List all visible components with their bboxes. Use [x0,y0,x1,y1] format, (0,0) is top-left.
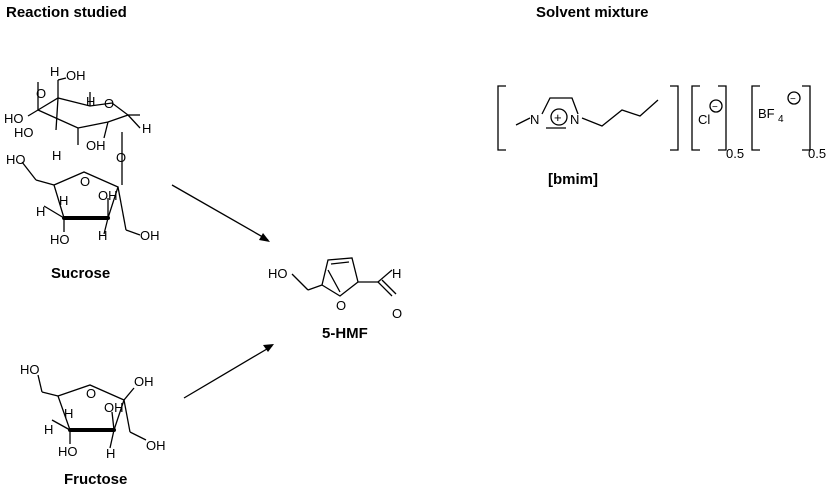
atom-bf: BF [758,106,775,121]
atom-oh: OH [146,438,166,453]
atom-h: H [44,422,53,437]
atom-h: H [50,64,59,79]
atom-oh: OH [66,68,86,83]
charge-circle [709,99,723,113]
sucrose-structure: H OH H O O HO H HO H OH O HO O H H [4,64,160,247]
atom-o: O [336,298,346,313]
reaction-studied-title: Reaction studied [6,4,127,21]
atom-h: H [86,94,95,109]
atom-h: H [59,193,68,208]
atom-h: H [98,228,107,243]
atom-o: O [36,86,46,101]
atom-o: O [392,306,402,321]
arrow-head [259,233,270,242]
atom-ho: HO [50,232,70,247]
arrow-head [263,344,274,352]
atom-n: N [530,112,539,127]
atom-o: O [104,96,114,111]
bmim-label: [bmim] [548,171,598,188]
stoich-bf4: 0.5 [808,146,826,161]
atom-o: O [86,386,96,401]
atom-h: H [64,406,73,421]
atom-oh: OH [86,138,106,153]
hmf-structure: HO O H O [268,257,402,321]
atom-ho: HO [268,266,288,281]
atom-ho: HO [58,444,78,459]
atom-h: H [106,446,115,461]
atom-oh: OH [134,374,154,389]
atom-o: O [116,150,126,165]
fructose-structure: HO O OH H H OH HO H OH [20,362,166,461]
charge-plus: + [554,110,562,125]
reaction-arrows [171,184,274,399]
atom-ho: HO [20,362,40,377]
bmim-structure: N + N Cl − 0.5 BF 4 − 0.5 [497,85,826,161]
charge-minus: − [790,94,796,105]
atom-ho: HO [14,125,34,140]
fructose-label: Fructose [64,471,128,488]
atom-oh: OH [98,188,118,203]
stoich-cl: 0.5 [726,146,744,161]
atom-oh: OH [140,228,160,243]
atom-h: H [142,121,151,136]
charge-minus: − [712,102,718,113]
atom-oh: OH [104,400,124,415]
solvent-mixture-title: Solvent mixture [536,4,649,21]
sucrose-label: Sucrose [51,265,111,282]
atom-bf-subscript: 4 [778,114,784,125]
charge-circle [550,108,568,126]
atom-ho: HO [6,152,26,167]
hmf-label: 5-HMF [322,325,368,342]
charge-circle [787,91,801,105]
atom-o: O [80,174,90,189]
atom-h: H [392,266,401,281]
atom-h: H [52,148,61,163]
atom-cl: Cl [698,112,710,127]
atom-ho: HO [4,111,24,126]
atom-h: H [36,204,45,219]
atom-n: N [570,112,579,127]
